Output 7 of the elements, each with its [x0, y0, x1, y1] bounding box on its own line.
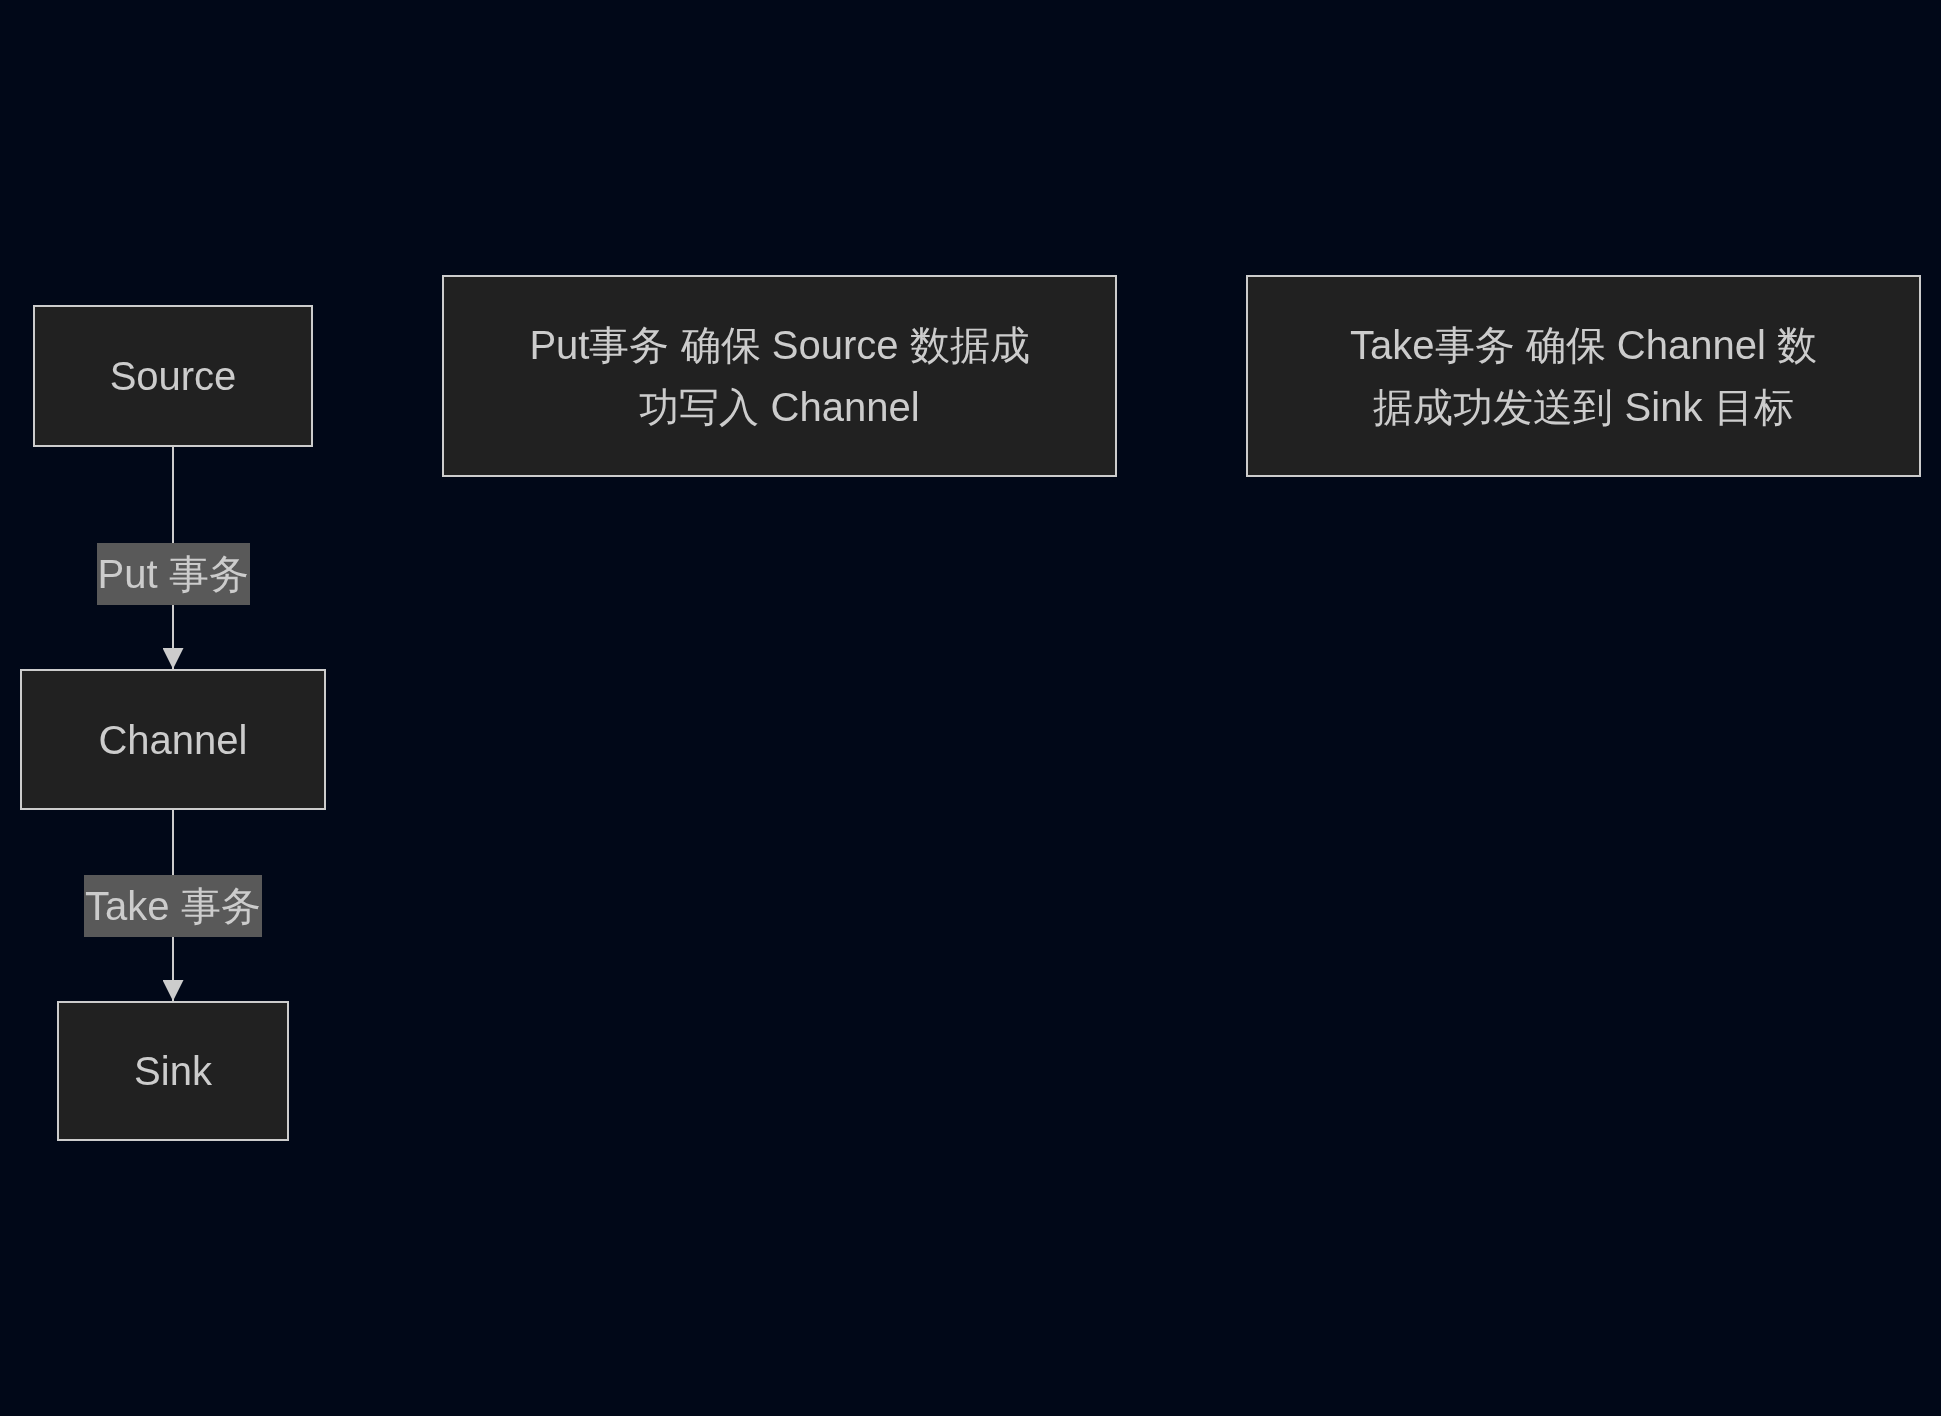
- edge-label: Take 事务: [84, 874, 262, 937]
- note-box: Take事务 确保 Channel 数据成功发送到 Sink 目标: [1246, 275, 1921, 477]
- note-box: Put事务 确保 Source 数据成功写入 Channel: [442, 275, 1117, 477]
- process-box: Channel: [20, 669, 326, 810]
- process-box: Source: [33, 305, 313, 447]
- process-box: Sink: [57, 1001, 289, 1141]
- edge-label: Put 事务: [96, 542, 250, 605]
